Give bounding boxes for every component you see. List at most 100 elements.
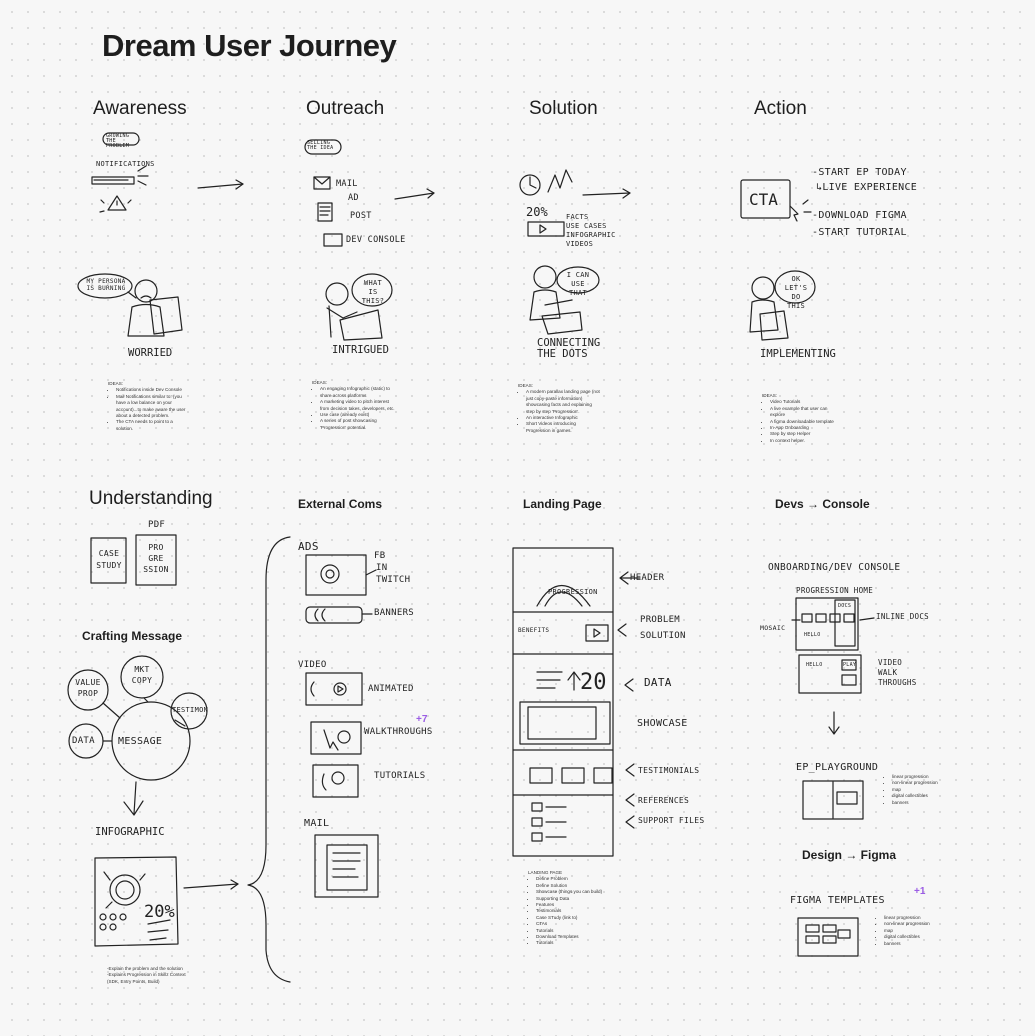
external-coms-badge: +7 bbox=[416, 714, 428, 725]
action-step-4: -START TUTORIAL bbox=[812, 227, 907, 238]
landing-section-showcase: SHOWCASE bbox=[637, 718, 688, 729]
landing-inner-stat: 20 bbox=[580, 670, 607, 695]
awareness-label-problem: GROWING THE PROBLEM bbox=[106, 133, 130, 149]
external-ad-in: IN bbox=[376, 563, 388, 573]
outreach-label-idea: SELLING THE IDEA bbox=[307, 140, 334, 151]
devs-playground-list: linear progression non-linear progressio… bbox=[884, 774, 954, 806]
awareness-idea-3: The CTA needs to point to a solution. bbox=[116, 419, 190, 432]
solution-label-usecases: USE CASES bbox=[566, 222, 607, 230]
action-cta-label: CTA bbox=[749, 190, 778, 209]
crafting-message-title: Crafting Message bbox=[82, 629, 183, 643]
devs-console-title: Devs → Console bbox=[775, 497, 870, 511]
landing-note-1: Define Problem bbox=[536, 876, 618, 882]
crafting-notes: -Explain the problem and the solution -E… bbox=[107, 966, 217, 985]
crafting-node-value-prop: VALUE PROP bbox=[75, 678, 101, 698]
understanding-card-progression: PRO GRE SSION bbox=[143, 543, 169, 574]
understanding-card-case-study: CASE STUDY bbox=[96, 549, 122, 570]
outreach-label-devconsole: DEV CONSOLE bbox=[346, 235, 406, 245]
action-sketch bbox=[740, 179, 816, 341]
page-title: Dream User Journey bbox=[102, 28, 397, 63]
devs-playground-label: EP_PLAYGROUND bbox=[796, 762, 879, 773]
crafting-note-2: -Explains Progression in Skillz Context bbox=[107, 972, 186, 978]
solution-label-facts: FACTS bbox=[566, 213, 589, 221]
awareness-label-notifications: NOTIFICATIONS bbox=[96, 160, 155, 168]
awareness-emotion: WORRIED bbox=[128, 347, 173, 359]
landing-note-3: Testimonials bbox=[536, 908, 618, 914]
figma-templates-label: FIGMA TEMPLATES bbox=[790, 895, 885, 906]
action-idea-1: Video Tutorials bbox=[770, 399, 840, 405]
crafting-stat: 20% bbox=[144, 902, 175, 922]
action-idea-5: Step by step Helper bbox=[770, 431, 840, 437]
devs-tile-hello-2: HELLO bbox=[806, 662, 823, 668]
awareness-ideas-heading: IDEAS: bbox=[108, 381, 124, 386]
figma-list: linear progression non-linear progressio… bbox=[876, 915, 946, 947]
outreach-label-mail: MAIL bbox=[336, 179, 358, 189]
crafting-center-message: MESSAGE bbox=[118, 736, 163, 747]
external-banners: BANNERS bbox=[374, 608, 415, 618]
understanding-title: Understanding bbox=[89, 488, 213, 509]
devs-console-sketch bbox=[791, 597, 875, 957]
figma-item-3: map bbox=[884, 928, 946, 934]
solution-idea-1: A modern parallax landing page (not just… bbox=[526, 389, 600, 415]
landing-subnote-4: Tutorials bbox=[536, 928, 618, 934]
action-bubble-text: OK LET'S DO THIS bbox=[784, 275, 808, 310]
landing-notes: LANDING PAGE Define Problem Define Solut… bbox=[528, 870, 618, 947]
outreach-ideas-heading: IDEAS: bbox=[312, 380, 328, 385]
action-emotion: IMPLEMENTING bbox=[760, 348, 836, 360]
figma-item-5: banners bbox=[884, 941, 946, 947]
solution-emotion: CONNECTING THE DOTS bbox=[537, 337, 601, 360]
landing-section-references: REFERENCES bbox=[638, 796, 690, 805]
outreach-label-post: POST bbox=[350, 211, 372, 221]
external-ad-fb: FB bbox=[374, 551, 386, 561]
outreach-emotion: INTRIGUED bbox=[332, 344, 389, 356]
external-ad-twitch: TWITCH bbox=[376, 575, 411, 585]
action-idea-6: In context helper. bbox=[770, 438, 840, 444]
outreach-ideas: IDEAS: An engaging Infographic (static) … bbox=[312, 380, 396, 431]
landing-notes-heading: LANDING PAGE bbox=[528, 870, 563, 875]
awareness-ideas: IDEAS: Notifications inside Dev Console … bbox=[108, 381, 190, 432]
landing-page-sketch bbox=[512, 547, 641, 857]
action-step-3: -DOWNLOAD FIGMA bbox=[812, 210, 907, 221]
landing-subnote-1: Showcase (things you can build) bbox=[536, 889, 618, 895]
landing-note-5: CTAs bbox=[536, 921, 618, 927]
playground-item-4: digital collectibles bbox=[892, 793, 954, 799]
external-ads-label: ADS bbox=[298, 540, 319, 553]
solution-label-videos: VIDEOS bbox=[566, 240, 594, 248]
devs-console-home: PROGRESSION HOME bbox=[796, 586, 874, 595]
landing-subnote-5: Download Templates bbox=[536, 934, 618, 940]
action-step-1: -START EP TODAY bbox=[812, 167, 907, 178]
landing-section-header: HEADER bbox=[630, 573, 665, 583]
figma-item-4: digital collectibles bbox=[884, 934, 946, 940]
crafting-node-mkt-copy: MKT COPY bbox=[131, 665, 153, 685]
outreach-idea-2: A marketing video to pitch interest from… bbox=[320, 399, 396, 412]
landing-subnote-2: Supporting Data bbox=[536, 896, 618, 902]
landing-subnote-6: Tutorials bbox=[536, 940, 618, 946]
solution-idea-2: An interactive Infographic bbox=[526, 415, 600, 421]
action-step-2: ↳LIVE EXPERIENCE bbox=[816, 182, 918, 193]
landing-section-testimonials: TESTIMONIALS bbox=[638, 766, 700, 775]
playground-item-3: map bbox=[892, 787, 954, 793]
devs-console-inline-docs: INLINE DOCS bbox=[876, 612, 929, 621]
outreach-label-ad: AD bbox=[348, 193, 359, 203]
solution-sketch bbox=[519, 169, 631, 335]
action-idea-4: In-App Onboarding bbox=[770, 425, 840, 431]
devs-tile-docs: DOCS bbox=[838, 603, 852, 609]
devs-tile-hello-1: HELLO bbox=[804, 632, 821, 638]
solution-title: Solution bbox=[529, 98, 598, 119]
playground-item-1: linear progression bbox=[892, 774, 954, 780]
external-video-tutorials: TUTORIALS bbox=[374, 771, 426, 781]
outreach-sketch bbox=[304, 139, 435, 341]
design-figma-title: Design → Figma bbox=[802, 848, 897, 862]
action-title: Action bbox=[754, 98, 807, 119]
action-ideas-heading: IDEAS: bbox=[762, 393, 778, 398]
outreach-idea-3: Use case (already exist) bbox=[320, 412, 396, 418]
figma-item-2: non-linear progression bbox=[884, 921, 946, 927]
crafting-sketch bbox=[67, 655, 239, 947]
external-video-walkthroughs: WALKTHROUGHS bbox=[364, 727, 433, 737]
devs-tile-play: PLAY bbox=[843, 662, 857, 668]
landing-subnote-3: Features bbox=[536, 902, 618, 908]
crafting-note-3: (SDK, Entry Points, Build) bbox=[107, 978, 160, 984]
external-coms-title: External Coms bbox=[298, 497, 383, 511]
external-video-label: VIDEO bbox=[298, 660, 327, 670]
